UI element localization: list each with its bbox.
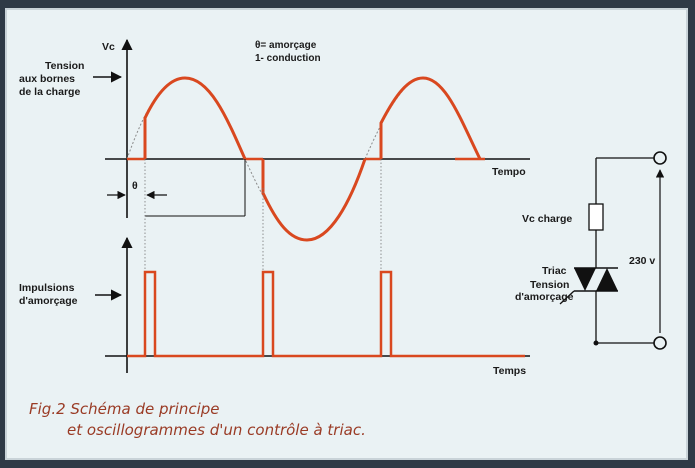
triac-triangle-up bbox=[596, 268, 618, 291]
tension-label-3: de la charge bbox=[19, 86, 80, 98]
theta-symbol: θ bbox=[132, 180, 138, 192]
tension-amorcage-label-2: d'amorçage bbox=[515, 291, 574, 303]
figure-panel: Vc Tempo θ= amorçage 1- conduction Tensi… bbox=[5, 8, 688, 460]
triac-label: Triac bbox=[542, 265, 567, 277]
legend-theta: θ= amorçage bbox=[255, 40, 317, 51]
tension-amorcage-label-1: Tension bbox=[530, 279, 569, 291]
impulsions-label-1: Impulsions bbox=[19, 282, 75, 294]
vc-axis-label: Vc bbox=[102, 41, 115, 53]
triac-diagram: Vc Tempo θ= amorçage 1- conduction Tensi… bbox=[19, 38, 667, 377]
triac-triangle-down bbox=[574, 268, 596, 291]
pulse-train bbox=[127, 270, 525, 358]
temps-axis-label: Temps bbox=[493, 365, 526, 377]
junction-dot bbox=[593, 340, 599, 346]
conduction-segment-2 bbox=[261, 158, 367, 242]
vc-charge-label: Vc charge bbox=[522, 213, 572, 225]
tempo-axis-label: Tempo bbox=[492, 166, 526, 178]
caption-line-1: Fig.2 Schéma de principe bbox=[29, 400, 220, 418]
tension-label-1: Tension bbox=[45, 60, 84, 72]
conduction-segment-1 bbox=[143, 76, 247, 160]
voltage-label: 230 v bbox=[629, 255, 655, 267]
caption-line-2: et oscillogrammes d'un contrôle à triac. bbox=[67, 421, 366, 439]
terminal-bottom bbox=[653, 336, 667, 350]
impulsions-label-2: d'amorçage bbox=[19, 295, 78, 307]
terminal-top bbox=[653, 151, 667, 165]
load-resistor bbox=[588, 203, 604, 231]
triac-gate bbox=[559, 290, 575, 305]
conduction-segment-3 bbox=[379, 76, 482, 160]
tension-label-2: aux bornes bbox=[19, 73, 75, 85]
legend-conduction: 1- conduction bbox=[255, 53, 321, 64]
